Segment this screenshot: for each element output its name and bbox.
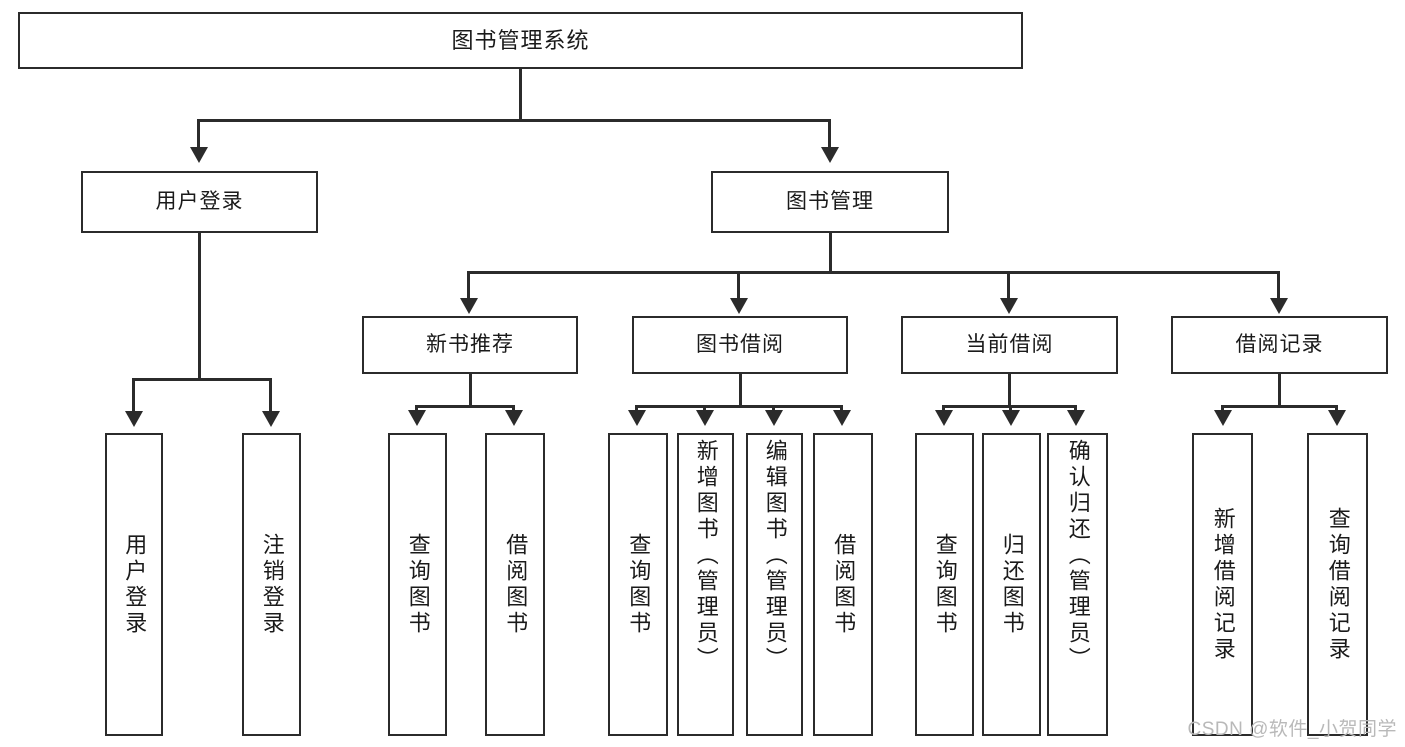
node-root-book-management-system[interactable]: 图书管理系统 — [18, 12, 1023, 69]
connector-cb-to-leaf-9 — [942, 405, 945, 412]
connector-user-login-stem — [198, 233, 201, 381]
arrowhead-leaf-8 — [833, 410, 851, 426]
node-book-borrow[interactable]: 图书借阅 — [632, 316, 848, 374]
connector-new-book-stem — [469, 374, 472, 407]
node-leaf-query-borrow-record[interactable]: 查询借阅记录 — [1307, 433, 1368, 736]
connector-user-login-bus — [132, 378, 269, 381]
node-label: 用户登录 — [122, 532, 148, 637]
connector-borrow-record-stem — [1278, 374, 1281, 407]
node-label: 用户登录 — [155, 189, 244, 213]
arrowhead-leaf-11 — [1067, 410, 1085, 426]
connector-nb-to-leaf-4 — [512, 405, 515, 412]
node-label: 新增借阅记录 — [1210, 506, 1236, 663]
node-label: 借阅图书 — [831, 532, 857, 637]
arrowhead-leaf-5 — [628, 410, 646, 426]
connector-book-borrow-bus — [635, 405, 843, 408]
connector-bb-to-leaf-8 — [840, 405, 843, 412]
connector-root-to-book-management — [828, 119, 831, 147]
connector-br-to-leaf-12 — [1221, 405, 1224, 412]
arrowhead-borrow-record — [1270, 298, 1288, 314]
connector-user-login-to-leaf-1 — [132, 378, 135, 411]
connector-book-borrow-stem — [739, 374, 742, 407]
arrowhead-current-borrow — [1000, 298, 1018, 314]
connector-current-borrow-stem — [1008, 374, 1011, 407]
node-label: 借阅记录 — [1235, 332, 1324, 356]
connector-cb-to-leaf-11 — [1074, 405, 1077, 412]
node-leaf-add-book-admin[interactable]: 新增图书（管理员） — [677, 433, 734, 736]
node-label: 查询借阅记录 — [1325, 506, 1351, 663]
node-label: 图书借阅 — [696, 332, 784, 356]
connector-bb-to-leaf-5 — [635, 405, 638, 412]
connector-bm-to-new-book — [467, 271, 470, 298]
arrowhead-leaf-9 — [935, 410, 953, 426]
node-new-book-recommend[interactable]: 新书推荐 — [362, 316, 578, 374]
arrowhead-book-borrow — [730, 298, 748, 314]
connector-bm-to-current-borrow — [1007, 271, 1010, 298]
node-label: 借阅图书 — [503, 532, 529, 637]
node-borrow-record[interactable]: 借阅记录 — [1171, 316, 1388, 374]
node-leaf-borrow-book-2[interactable]: 借阅图书 — [813, 433, 873, 736]
arrowhead-leaf-3 — [408, 410, 426, 426]
connector-borrow-record-bus — [1221, 405, 1338, 408]
node-leaf-borrow-book-1[interactable]: 借阅图书 — [485, 433, 545, 736]
arrowhead-user-login — [190, 147, 208, 163]
arrowhead-leaf-2 — [262, 411, 280, 427]
arrowhead-leaf-4 — [505, 410, 523, 426]
connector-root-to-user-login — [197, 119, 200, 147]
arrowhead-leaf-12 — [1214, 410, 1232, 426]
node-leaf-query-book-1[interactable]: 查询图书 — [388, 433, 447, 736]
node-leaf-query-book-2[interactable]: 查询图书 — [608, 433, 668, 736]
connector-bb-to-leaf-6 — [703, 405, 706, 412]
node-label: 图书管理 — [786, 189, 874, 213]
node-leaf-edit-book-admin[interactable]: 编辑图书（管理员） — [746, 433, 803, 736]
node-leaf-add-borrow-record[interactable]: 新增借阅记录 — [1192, 433, 1253, 736]
arrowhead-book-management — [821, 147, 839, 163]
node-label: 归还图书 — [999, 532, 1025, 637]
node-leaf-query-book-3[interactable]: 查询图书 — [915, 433, 974, 736]
connector-bm-to-borrow-record — [1277, 271, 1280, 298]
connector-new-book-bus — [415, 405, 515, 408]
node-leaf-logout[interactable]: 注销登录 — [242, 433, 301, 736]
arrowhead-leaf-1 — [125, 411, 143, 427]
connector-book-management-bus — [467, 271, 1280, 274]
node-label: 查询图书 — [405, 532, 431, 637]
connector-nb-to-leaf-3 — [415, 405, 418, 412]
arrowhead-leaf-7 — [765, 410, 783, 426]
connector-bm-to-book-borrow — [737, 271, 740, 298]
arrowhead-leaf-13 — [1328, 410, 1346, 426]
node-label: 新增图书（管理员） — [693, 439, 719, 673]
connector-cb-to-leaf-10 — [1009, 405, 1012, 412]
node-book-management[interactable]: 图书管理 — [711, 171, 949, 233]
node-leaf-confirm-return-admin[interactable]: 确认归还（管理员） — [1047, 433, 1108, 736]
node-label: 查询图书 — [932, 532, 958, 637]
connector-br-to-leaf-13 — [1335, 405, 1338, 412]
node-label: 确认归还（管理员） — [1065, 439, 1091, 673]
node-label: 图书管理系统 — [451, 27, 590, 53]
connector-user-login-to-leaf-2 — [269, 378, 272, 411]
connector-root-bus — [197, 119, 831, 122]
connector-book-management-stem — [829, 233, 832, 272]
arrowhead-new-book-recommend — [460, 298, 478, 314]
node-label: 注销登录 — [259, 532, 285, 637]
node-label: 查询图书 — [626, 532, 652, 637]
node-user-login[interactable]: 用户登录 — [81, 171, 318, 233]
arrowhead-leaf-10 — [1002, 410, 1020, 426]
node-label: 当前借阅 — [965, 332, 1054, 356]
node-label: 新书推荐 — [426, 332, 514, 356]
node-leaf-user-login[interactable]: 用户登录 — [105, 433, 163, 736]
node-label: 编辑图书（管理员） — [762, 439, 788, 673]
node-current-borrow[interactable]: 当前借阅 — [901, 316, 1118, 374]
node-leaf-return-book[interactable]: 归还图书 — [982, 433, 1041, 736]
arrowhead-leaf-6 — [696, 410, 714, 426]
connector-bb-to-leaf-7 — [772, 405, 775, 412]
connector-root-stem — [519, 69, 522, 120]
